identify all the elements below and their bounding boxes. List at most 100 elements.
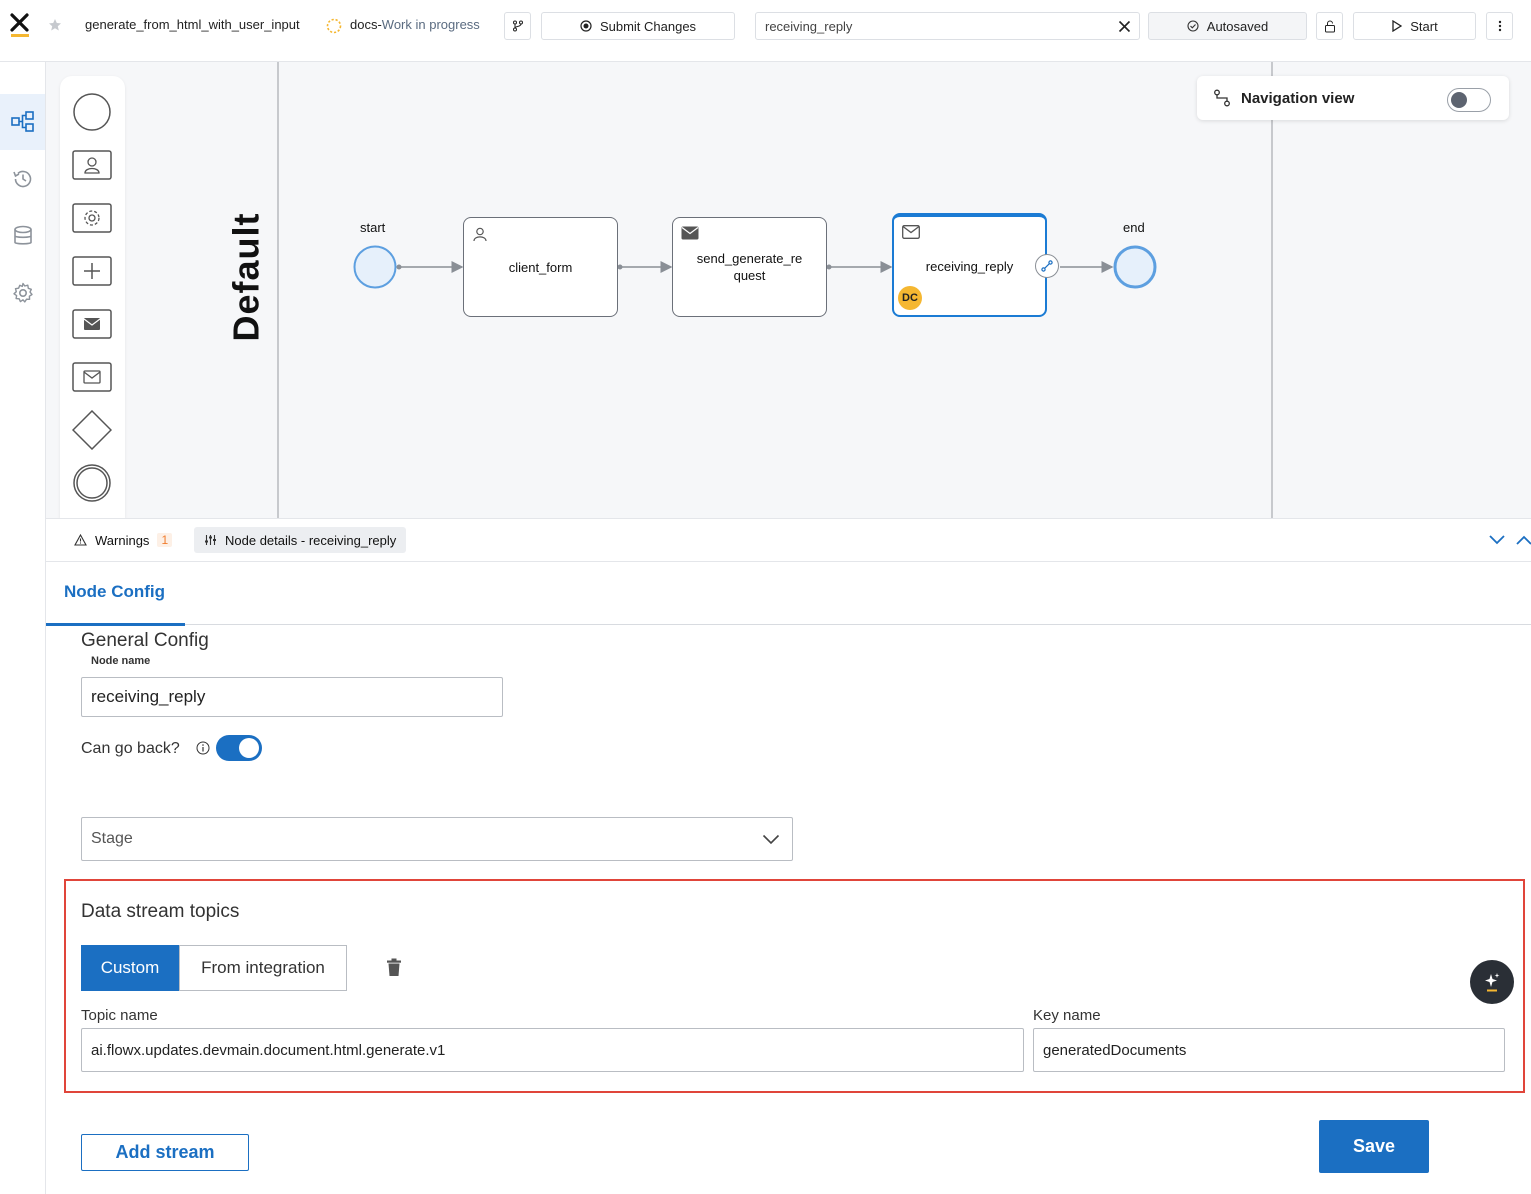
node-details-label: Node details - receiving_reply [225, 532, 397, 548]
palette-send-message-task[interactable] [72, 304, 112, 344]
process-canvas[interactable]: Default start client_form send_generate_… [46, 62, 1531, 518]
ai-assistant-button[interactable] [1470, 960, 1514, 1004]
history-icon [12, 170, 31, 188]
tab-node-details[interactable]: Node details - receiving_reply [194, 527, 407, 553]
data-stream-highlight [64, 879, 1525, 1093]
branch-name: docs- [350, 17, 382, 32]
key-name-input[interactable]: generatedDocuments [1033, 1028, 1505, 1072]
key-name-value: generatedDocuments [1043, 1041, 1187, 1059]
palette-user-task[interactable] [72, 145, 112, 185]
node-name-label: Node name [91, 655, 151, 667]
palette-subprocess[interactable] [72, 251, 112, 291]
process-name: generate_from_html_with_user_input [85, 17, 300, 32]
collapse-panel-button[interactable] [1488, 533, 1506, 551]
end-event[interactable] [1113, 245, 1157, 289]
gear-icon [12, 282, 33, 303]
node-config-tabs: Node Config [46, 562, 1531, 626]
stage-select[interactable]: Stage [81, 817, 793, 861]
topic-name-input[interactable]: ai.flowx.updates.devmain.document.html.g… [81, 1028, 1024, 1072]
node-label: client_form [508, 259, 573, 275]
connect-icon [1041, 260, 1053, 272]
branch-button[interactable] [504, 12, 531, 40]
palette-receive-message-task[interactable] [72, 357, 112, 397]
lane-boundary-right [1271, 62, 1273, 518]
node-send-generate-request[interactable]: send_generate_re quest [672, 217, 827, 317]
palette-gateway[interactable] [72, 410, 112, 450]
can-go-back-toggle[interactable] [216, 735, 262, 761]
envelope-filled-icon [681, 226, 699, 240]
node-receiving-reply[interactable]: receiving_reply DC [892, 213, 1059, 317]
chevron-down-icon [762, 834, 780, 844]
service-task-icon [72, 203, 112, 233]
rail-item-settings[interactable] [0, 265, 45, 321]
check-circle-icon [1187, 20, 1199, 32]
data-stream-title: Data stream topics [81, 901, 240, 922]
work-in-progress-icon [326, 18, 342, 39]
segment-from-integration[interactable]: From integration [179, 945, 347, 991]
close-icon[interactable] [1118, 20, 1131, 33]
app-logo[interactable] [9, 12, 31, 45]
rail-item-process[interactable] [0, 94, 45, 150]
node-label-line1: send_generate_re [696, 251, 803, 266]
play-icon [1392, 20, 1403, 32]
diamond-icon [72, 410, 112, 450]
dc-badge: DC [898, 286, 922, 310]
node-client-form[interactable]: client_form [463, 217, 618, 317]
autosaved-label: Autosaved [1206, 18, 1269, 34]
rail-item-history[interactable] [0, 151, 45, 207]
palette-start-event[interactable] [72, 92, 112, 132]
plus-icon [72, 256, 112, 286]
sliders-icon [205, 535, 216, 545]
start-label: Start [1410, 18, 1438, 34]
chevron-up-icon [1516, 535, 1531, 545]
start-button[interactable]: Start [1353, 12, 1476, 40]
process-diagram-icon [10, 111, 34, 132]
expand-panel-button[interactable] [1515, 533, 1531, 551]
segment-custom[interactable]: Custom [81, 945, 179, 991]
chevron-down-icon [1489, 535, 1505, 545]
search-input[interactable]: receiving_reply [755, 12, 1140, 40]
star-icon[interactable] [48, 18, 62, 37]
node-name-value: receiving_reply [91, 687, 206, 706]
warnings-count-badge: 1 [157, 533, 173, 547]
element-palette [60, 76, 125, 518]
branch-icon [512, 20, 523, 32]
can-go-back-label: Can go back? [81, 740, 180, 757]
submit-changes-button[interactable]: Submit Changes [541, 12, 735, 40]
rail-item-data-model[interactable] [0, 208, 45, 264]
navigation-view-card: Navigation view [1197, 76, 1509, 120]
node-link-handle[interactable] [1035, 254, 1059, 278]
tab-warnings[interactable]: Warnings 1 [64, 527, 182, 553]
lane-boundary-left [277, 62, 279, 518]
navigation-view-toggle[interactable] [1447, 88, 1491, 112]
search-value: receiving_reply [765, 18, 853, 34]
info-icon[interactable] [196, 741, 210, 755]
end-event-label: end [1123, 220, 1145, 235]
trash-icon[interactable] [386, 958, 402, 977]
branch-indicator[interactable]: docs-Work in progress [350, 17, 480, 32]
tab-node-config[interactable]: Node Config [64, 582, 166, 601]
more-options-button[interactable] [1486, 12, 1513, 40]
user-task-icon [72, 150, 112, 180]
start-event[interactable] [353, 245, 397, 289]
envelope-icon [72, 362, 112, 392]
database-icon [13, 225, 32, 245]
left-rail [0, 62, 46, 1194]
palette-end-event[interactable] [72, 463, 112, 503]
save-button[interactable]: Save [1319, 1120, 1429, 1173]
warning-icon [74, 534, 87, 546]
node-name-input[interactable]: receiving_reply [81, 677, 503, 717]
end-event-icon [73, 464, 111, 502]
start-event-label: start [360, 220, 386, 235]
key-name-label: Key name [1033, 1007, 1101, 1024]
panel-tabs-bar: Warnings 1 Node details - receiving_repl… [46, 518, 1531, 562]
start-event-icon [73, 93, 111, 131]
node-label: receiving_reply [925, 258, 1014, 274]
submit-changes-label: Submit Changes [599, 18, 697, 34]
route-icon [1214, 89, 1230, 107]
add-stream-button[interactable]: Add stream [81, 1134, 249, 1171]
lock-button[interactable] [1316, 12, 1343, 40]
node-label-line2: quest [733, 268, 766, 283]
palette-service-task[interactable] [72, 198, 112, 238]
lock-open-icon [1324, 20, 1335, 32]
